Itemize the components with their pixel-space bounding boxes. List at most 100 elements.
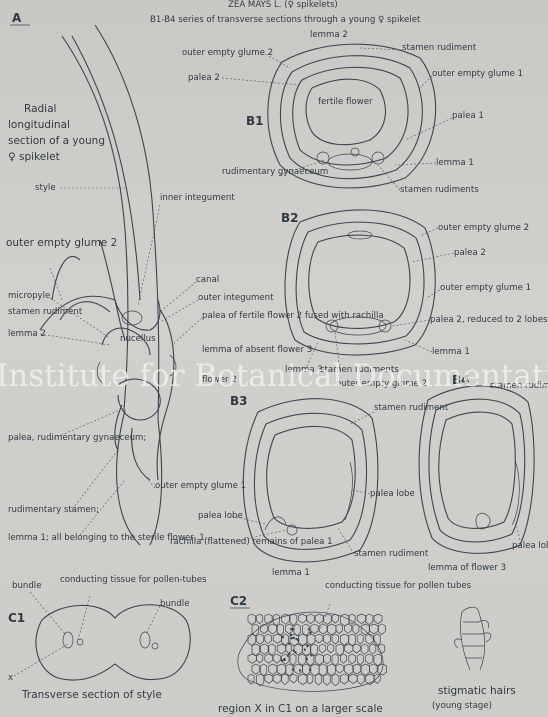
c2-conducting-dot — [306, 658, 308, 660]
c2-cell — [366, 634, 374, 644]
c2-conducting-dot — [282, 636, 284, 638]
c2-cell — [324, 614, 332, 624]
c2-conducting-dot — [297, 639, 299, 641]
b1-label-palea-2: palea 2 — [188, 73, 220, 83]
c2-conducting-dot — [288, 653, 290, 655]
c2-cell — [311, 624, 318, 634]
d-caption-2: (young stage) — [432, 701, 492, 711]
label-stamen-rudiment-a: stamen rudiment — [8, 307, 83, 317]
c2-cell — [256, 674, 263, 686]
c2-cell — [374, 674, 380, 683]
b2-id: B2 — [281, 211, 299, 225]
c2-cell — [298, 614, 306, 623]
label-style: style — [35, 183, 56, 193]
c2-conducting-dot — [304, 648, 306, 650]
b3-label-stamen-rudiment: stamen rudiment — [374, 403, 449, 413]
b4-label-palea-lobe: palea lobe — [512, 541, 548, 551]
c2-cell — [349, 654, 356, 664]
c2-cell — [349, 674, 357, 684]
c2-label-conducting: conducting tissue for pollen tubes — [325, 581, 472, 591]
c2-cell — [336, 644, 344, 655]
c2-cell — [269, 664, 277, 674]
c2-conducting-dot — [309, 669, 311, 671]
b3-label-palea-lobe: palea lobe — [370, 489, 415, 499]
label-outer-empty-glume-2: outer empty glume 2 — [6, 237, 117, 249]
c2-cell — [248, 634, 255, 646]
c2-cell — [340, 654, 346, 663]
c2-cell — [361, 644, 368, 654]
c1-label-bundle-left: bundle — [12, 581, 41, 591]
b3-id: B3 — [230, 394, 248, 408]
c2-cell — [298, 654, 305, 665]
c2-cell — [324, 654, 331, 664]
c2-conducting-dot — [290, 634, 292, 636]
b2-label-lemma-1: lemma 1 — [432, 347, 470, 357]
c2-cell — [328, 644, 334, 653]
c2-cell — [252, 664, 260, 674]
c2-cell — [277, 664, 286, 675]
label-palea-fertile: palea of fertile flower 2 fused with rac… — [202, 311, 384, 321]
label-inner-integument: inner integument — [160, 193, 235, 203]
c2-cell — [298, 674, 307, 685]
c2-cell — [370, 664, 378, 674]
c2-cell — [357, 674, 364, 684]
c2-cell — [273, 674, 281, 684]
c2-cell — [332, 674, 339, 686]
c2-cell — [315, 634, 323, 643]
b4-label-lemma-flower-3: lemma of flower 3 — [428, 563, 506, 573]
b1-label-outer-empty-glume-2: outer empty glume 2 — [182, 48, 273, 58]
label-outer-empty-glume-1-a: outer empty glume 1 — [155, 481, 246, 491]
c2-cell — [353, 644, 360, 653]
c2-cell — [366, 614, 373, 625]
c2-cell — [290, 654, 296, 665]
c2-cell — [307, 614, 314, 624]
b2-label-palea-2: palea 2 — [454, 248, 486, 258]
c2-cell — [256, 614, 262, 624]
c2-conducting-dot — [287, 654, 289, 656]
c1-id: C1 — [8, 611, 25, 625]
c2-cell — [370, 624, 379, 634]
c2-cell — [324, 634, 331, 644]
label-palea-rud: palea, rudimentary gynaeceum; — [8, 433, 146, 443]
c2-cell — [328, 624, 336, 635]
c2-cell — [344, 644, 353, 653]
c2-cell — [332, 634, 339, 644]
label-nucellus: nucellus — [120, 334, 156, 344]
label-canal: canal — [196, 275, 219, 285]
c2-cell — [319, 644, 326, 653]
c2-cell — [252, 624, 259, 636]
b1-label-stamen-rudiment: stamen rudiment — [402, 43, 477, 53]
c2-id: C2 — [230, 594, 247, 608]
c2-cell — [344, 664, 353, 675]
c2-cell-network — [248, 614, 387, 686]
top-title: ZEA MAYS L. (♀ spikelets) — [228, 0, 338, 10]
c2-conducting-dot — [309, 631, 311, 633]
c2-cell — [248, 614, 255, 625]
c2-cell — [361, 664, 369, 675]
c2-cell — [344, 624, 351, 633]
c2-cell — [273, 634, 281, 643]
c2-cell — [282, 634, 289, 645]
b3-label-rachilla: rachilla (flattened) remains of palea 1 — [170, 537, 333, 547]
b1-id: B1 — [246, 114, 264, 128]
c2-cell — [315, 674, 322, 685]
d-caption-1: stigmatic hairs — [438, 685, 516, 697]
b1-label-fertile-flower: fertile flower — [318, 97, 373, 107]
c2-cell — [294, 664, 303, 674]
c2-cell — [378, 624, 385, 634]
c2-cell — [265, 674, 273, 683]
c2-cell — [302, 664, 309, 675]
c2-cell — [374, 614, 382, 624]
figure-a-title-2: longitudinal — [8, 119, 70, 131]
c2-cell — [336, 624, 342, 634]
label-lemma-absent: lemma of absent flower 3 — [202, 345, 312, 355]
c2-conducting-dot — [288, 642, 290, 644]
c2-cell — [277, 624, 283, 635]
c2-cell — [307, 634, 315, 645]
c2-cell — [311, 644, 318, 655]
c2-cell — [332, 614, 339, 623]
c2-cell — [265, 654, 273, 663]
c2-conducting-dot — [291, 637, 293, 639]
c2-conducting-dot — [292, 628, 294, 630]
